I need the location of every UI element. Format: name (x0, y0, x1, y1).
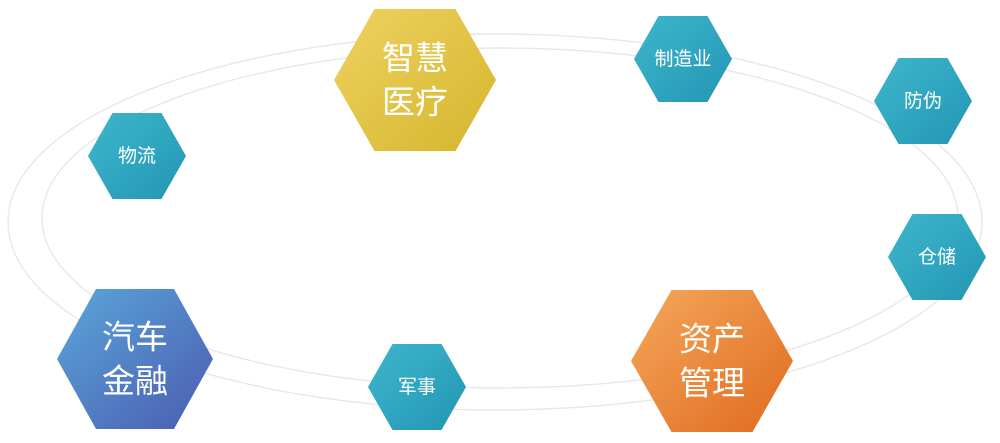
hex-label: 资产 (679, 320, 745, 359)
hex-node-military: 军事 (368, 344, 466, 430)
hex-label: 物流 (118, 145, 156, 167)
hex-shape (631, 290, 793, 432)
hex-label: 仓储 (918, 246, 956, 268)
hex-label: 汽车 (102, 318, 168, 357)
hex-label: 医疗 (382, 83, 448, 122)
hex-label: 智慧 (382, 39, 448, 78)
hex-label: 制造业 (654, 48, 711, 70)
hex-shape (88, 113, 186, 199)
industry-nodes: 智慧医疗制造业防伪物流仓储汽车金融军事资产管理 (57, 9, 986, 432)
hex-shape (368, 344, 466, 430)
hex-node-warehousing: 仓储 (888, 214, 986, 300)
hex-shape (634, 16, 732, 102)
hex-node-manufacturing: 制造业 (634, 16, 732, 102)
hex-label: 防伪 (904, 90, 942, 112)
hex-label: 管理 (679, 364, 745, 403)
hex-node-anti-counterfeit: 防伪 (874, 58, 972, 144)
hex-node-logistics: 物流 (88, 113, 186, 199)
hex-shape (57, 289, 213, 429)
hex-label: 军事 (398, 376, 436, 398)
orbit-ring-outer (7, 33, 983, 411)
hex-shape (888, 214, 986, 300)
hex-label: 金融 (102, 362, 168, 401)
hex-shape (334, 9, 496, 151)
hex-shape (874, 58, 972, 144)
